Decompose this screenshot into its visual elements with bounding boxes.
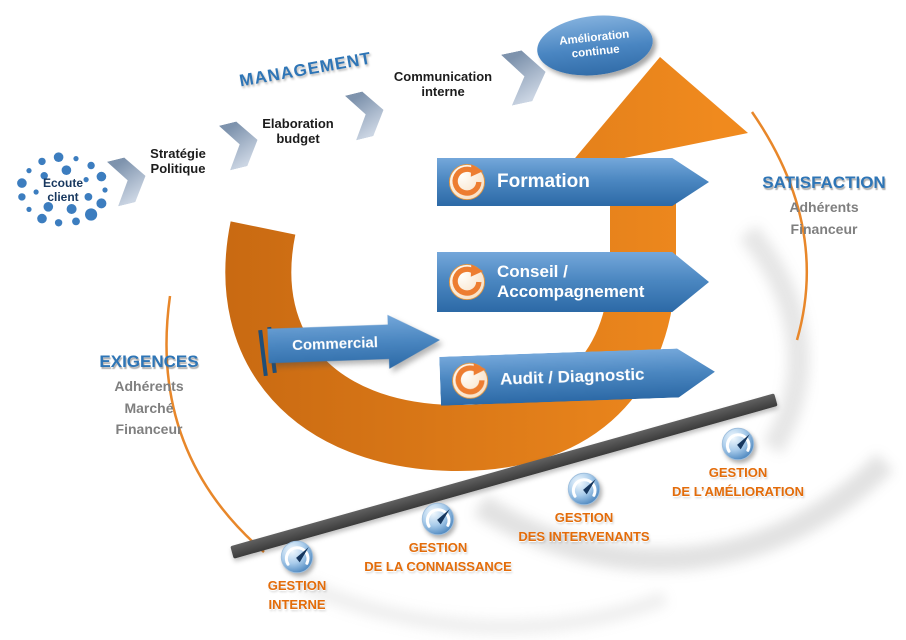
step-strategie-politique: Stratégie Politique <box>150 146 206 176</box>
exigences-item: Marché <box>124 399 174 416</box>
support-process-gestion-interne: GESTION INTERNE <box>246 539 348 614</box>
exigences-item: Adhérents <box>114 378 184 394</box>
compass-ball-icon <box>566 471 602 507</box>
reflection-shadows <box>296 224 894 635</box>
support-process-gestion-intervenants: GESTION DES INTERVENANTS <box>500 471 668 546</box>
circular-arrow-icon <box>450 361 489 400</box>
support-label-line: DE LA CONNAISSANCE <box>364 559 512 575</box>
support-label-line: GESTION <box>408 540 468 555</box>
support-label-line: GESTION <box>267 578 327 593</box>
support-label-line: DE L’AMÉLIORATION <box>672 484 804 500</box>
support-label-line: GESTION <box>554 510 614 525</box>
process-banner-formation: Formation <box>437 158 709 206</box>
process-label: Audit / Diagnostic <box>499 364 645 389</box>
satisfaction-panel: SATISFACTION Adhérents Financeur <box>756 173 892 240</box>
process-label: Conseil / Accompagnement <box>497 262 645 301</box>
commercial-arrow: Commercial <box>267 313 441 373</box>
compass-ball-icon <box>279 539 315 575</box>
process-banner-conseil-accompagnement: Conseil / Accompagnement <box>437 252 709 312</box>
support-process-gestion-connaissance: GESTION DE LA CONNAISSANCE <box>350 501 526 576</box>
support-label-line: INTERNE <box>268 597 326 613</box>
satisfaction-item: Adhérents <box>789 199 859 215</box>
support-label-line: DES INTERVENANTS <box>518 529 650 545</box>
step-communication-interne: Communication interne <box>393 69 493 99</box>
step-ecoute-client: Ecoute client <box>42 176 83 204</box>
exigences-panel: EXIGENCES Adhérents Marché Financeur <box>88 352 210 441</box>
satisfaction-title: SATISFACTION <box>762 173 886 192</box>
exigences-item: Financeur <box>115 421 183 438</box>
frame-arcs <box>165 111 809 553</box>
support-process-gestion-amelioration: GESTION DE L’AMÉLIORATION <box>645 426 831 501</box>
circular-arrow-icon <box>448 263 486 301</box>
compass-ball-icon <box>720 426 756 462</box>
commercial-label: Commercial <box>291 333 379 354</box>
process-banner-audit-diagnostic: Audit / Diagnostic <box>439 347 716 406</box>
compass-ball-icon <box>420 501 456 537</box>
ecoute-client-dot-ring <box>17 152 108 227</box>
circular-arrow-icon <box>448 163 486 201</box>
satisfaction-item: Financeur <box>790 220 858 237</box>
exigences-title: EXIGENCES <box>99 352 199 371</box>
process-label: Formation <box>497 171 590 192</box>
orange-arrowhead <box>565 57 748 170</box>
support-label-line: GESTION <box>708 465 768 480</box>
step-elaboration-budget: Elaboration budget <box>262 116 334 146</box>
amelioration-continue-label: Amélioration continue <box>558 28 630 60</box>
